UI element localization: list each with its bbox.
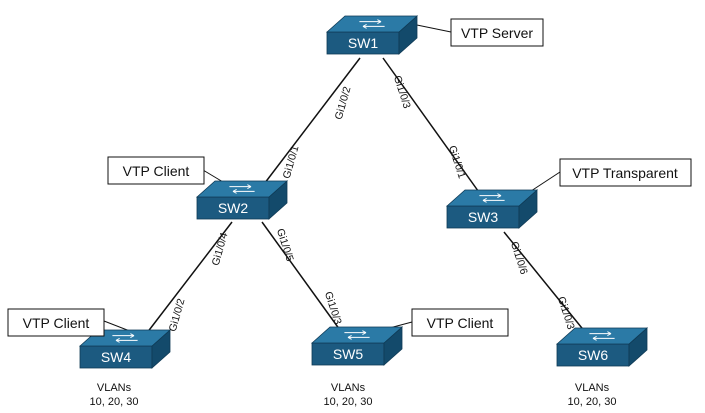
switch-sw3: SW3	[445, 189, 539, 229]
link-sw3-sw6	[503, 231, 591, 339]
switch-sw5: SW5	[310, 326, 404, 366]
vlans-list-sw5: 10, 20, 30	[324, 396, 373, 408]
switch-name-sw5: SW5	[333, 346, 364, 362]
leader-sw1	[411, 23, 452, 33]
switch-name-sw4: SW4	[101, 349, 132, 365]
link-sw2-sw4	[139, 221, 233, 343]
vlans-sw4: VLANs 10, 20, 30	[90, 382, 139, 408]
switch-sw1: SW1	[325, 15, 419, 55]
switch-sw6: SW6	[555, 327, 649, 367]
switch-top	[445, 189, 539, 207]
vlans-sw5: VLANs 10, 20, 30	[324, 382, 373, 408]
port-sw2-to-sw1: Gi1/0/1	[281, 144, 302, 180]
switch-top	[310, 326, 404, 344]
port-sw1-to-sw3: Gi1/0/3	[391, 74, 413, 110]
links	[139, 57, 591, 343]
switch-sw2: SW2	[195, 180, 289, 220]
switch-name-sw3: SW3	[468, 209, 499, 225]
switch-top	[195, 180, 289, 198]
port-sw2-to-sw4: Gi1/0/4	[210, 231, 231, 267]
port-sw6-to-sw3: Gi1/0/3	[555, 295, 577, 331]
role-sw5: VTP Client	[427, 315, 494, 331]
port-sw5-to-sw2: Gi1/0/3	[322, 290, 344, 326]
vlans-heading-sw4: VLANs	[97, 382, 132, 394]
vlans-heading-sw5: VLANs	[331, 382, 366, 394]
vlans-heading-sw6: VLANs	[575, 382, 610, 394]
switch-name-sw1: SW1	[348, 35, 379, 51]
link-sw1-sw2	[257, 57, 361, 193]
link-sw2-sw5	[261, 221, 346, 338]
switch-name-sw6: SW6	[578, 347, 609, 363]
callout-sw5: VTP Client	[411, 308, 509, 337]
link-sw1-sw3	[382, 57, 487, 203]
port-sw3-to-sw6: Gi1/0/6	[508, 240, 530, 276]
switch-name-sw2: SW2	[218, 200, 249, 216]
callout-sw2: VTP Client	[107, 156, 205, 185]
role-sw4: VTP Client	[23, 315, 90, 331]
port-sw2-to-sw5: Gi1/0/5	[274, 227, 296, 263]
vlans-list-sw6: 10, 20, 30	[568, 396, 617, 408]
callout-sw1: VTP Server	[450, 18, 544, 47]
callout-sw3: VTP Transparent	[559, 158, 692, 187]
switch-top	[555, 327, 649, 345]
leader-sw3	[527, 171, 561, 194]
callout-sw4: VTP Client	[7, 308, 105, 337]
switch-top	[325, 15, 419, 33]
vlans-sw6: VLANs 10, 20, 30	[568, 382, 617, 408]
port-sw3-to-sw1: Gi1/0/1	[446, 144, 468, 180]
vlans-list-sw4: 10, 20, 30	[90, 396, 139, 408]
role-sw1: VTP Server	[461, 25, 533, 41]
role-sw2: VTP Client	[123, 163, 190, 179]
role-sw3: VTP Transparent	[572, 165, 678, 181]
